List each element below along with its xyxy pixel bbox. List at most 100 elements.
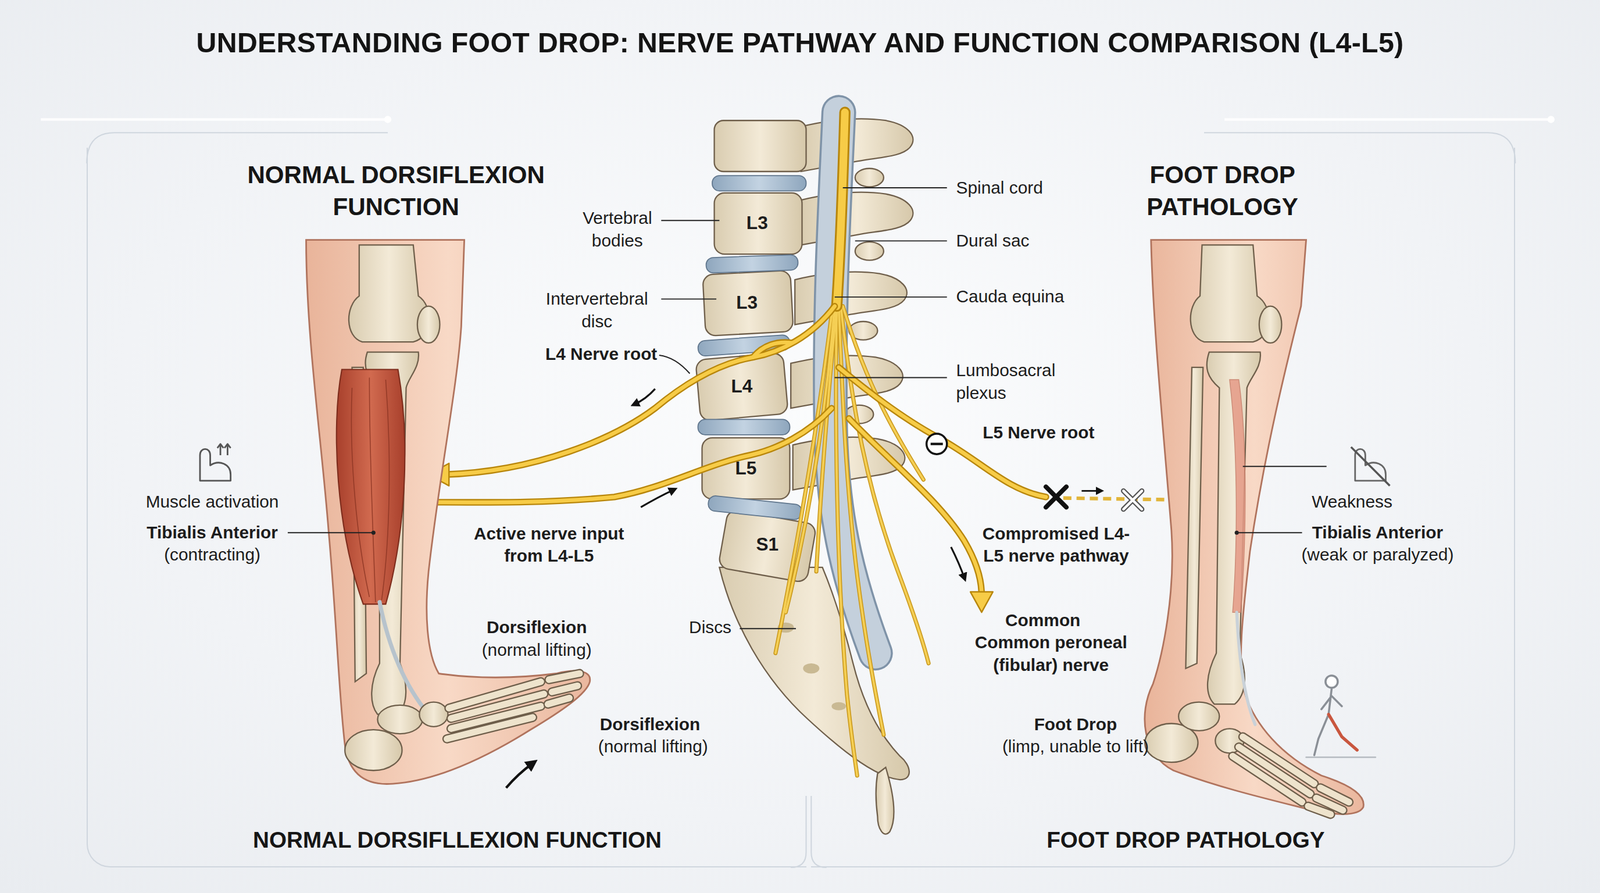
part-label: L3 [746, 211, 769, 235]
normal-leg [447, 681, 545, 739]
leader-line [834, 377, 948, 379]
part-label: Common peroneal (fibular) nerve [966, 631, 1136, 677]
part-label: Tibialis Anterior [1312, 521, 1444, 545]
normal-leg [306, 240, 591, 785]
muscle-icon [217, 444, 231, 456]
panel-heading: FOOT DROP PATHOLOGY [1120, 159, 1325, 224]
nerve-root [848, 418, 982, 596]
leader-line [855, 240, 948, 242]
sacrum [719, 567, 909, 780]
part-label: Active nerve input from L4-L5 [454, 522, 644, 569]
leader-line [1236, 531, 1302, 534]
block-symbol [926, 433, 948, 455]
foot-drop-leg [1232, 736, 1314, 802]
vertebral-arch [855, 241, 884, 261]
part-label: L4 Nerve root [545, 343, 657, 366]
muscle-icon [200, 448, 231, 481]
interrupted-pathway [1123, 490, 1142, 510]
normal-leg [547, 673, 580, 705]
panel-caption: FOOT DROP PATHOLOGY [1046, 825, 1325, 855]
intervertebral-disc [705, 254, 799, 274]
interrupted-pathway [1045, 486, 1067, 507]
foot-drop-leg [1190, 244, 1270, 342]
direction-arrow [506, 388, 965, 788]
vertebral-arch [801, 118, 914, 172]
part-label: Muscle activation [145, 490, 280, 514]
nerve-root [444, 306, 835, 475]
vertebral-body [714, 120, 807, 172]
walking-figure [1314, 688, 1342, 756]
foot-drop-leg [1178, 702, 1220, 731]
panel-frame [1204, 132, 1516, 164]
foot-drop-leg [1232, 736, 1314, 802]
glow-line [1547, 115, 1555, 123]
vertebral-arch [855, 168, 884, 188]
part-label: Spinal cord [956, 176, 1044, 200]
walking-figure [1325, 675, 1338, 688]
foot-drop-leg [1185, 367, 1203, 669]
sacrum [831, 702, 846, 711]
interrupted-pathway [1123, 490, 1142, 510]
direction-arrow [634, 388, 656, 405]
panel-frame: FOOT DROP PATHOLOGY FOOT DROP PATHOLOGY [811, 147, 1516, 867]
part-label: Tibialis Anterior [146, 521, 278, 545]
panel-frame [811, 795, 827, 868]
part-label: (normal lifting) [598, 735, 709, 759]
leader-line [287, 187, 1327, 629]
vertebral-arch [801, 118, 914, 187]
normal-leg [447, 681, 545, 739]
panel-frame [86, 132, 1516, 868]
nerve-root [406, 306, 1046, 596]
cauda-equina [775, 306, 833, 654]
normal-leg [417, 306, 441, 344]
foot-drop-leg [1259, 306, 1282, 344]
part-label: Cauda equina [956, 285, 1065, 309]
foot-drop-leg [1308, 787, 1349, 815]
glow-line [40, 118, 388, 121]
foot-drop-leg [1308, 787, 1349, 815]
part-label: L4 [731, 374, 753, 399]
foot-drop-leg [1229, 379, 1246, 613]
leader-line [661, 219, 720, 221]
normal-leg [306, 240, 591, 785]
part-label: (normal lifting) [481, 638, 592, 662]
walking-figure [1306, 756, 1376, 758]
part-label: Lumbosacral plexus [956, 359, 1084, 405]
normal-leg [547, 673, 580, 705]
spinal-cord [836, 112, 845, 306]
part-label: L3 [736, 290, 758, 315]
nerve-arrow-head [970, 591, 994, 613]
part-label: Dorsiflexion [600, 713, 700, 737]
normal-leg [336, 369, 406, 605]
weakness-icon [1351, 447, 1391, 487]
vertebral-body [695, 120, 817, 583]
part-label: L5 Nerve root [982, 421, 1095, 445]
glow-line [1224, 118, 1552, 121]
normal-leg [419, 702, 448, 727]
part-label: L5 [735, 456, 757, 481]
direction-arrow [640, 490, 674, 508]
part-label: Compromised L4-L5 nerve pathway [979, 522, 1133, 569]
interrupted-pathway [1123, 490, 1142, 510]
normal-leg [344, 729, 402, 771]
leader-line [834, 296, 948, 298]
part-label: S1 [756, 532, 780, 557]
part-label: Intervertebral disc [530, 287, 664, 334]
leader-line [1243, 465, 1327, 467]
interrupted-pathway [1081, 490, 1100, 492]
sacrum [802, 663, 820, 674]
foot-drop-leg [1206, 352, 1261, 705]
leader-line [843, 187, 948, 189]
nerve-root [752, 342, 792, 357]
muscle-icon [200, 444, 231, 481]
foot-drop-leg [1236, 612, 1256, 725]
cauda-equina [775, 306, 833, 654]
part-label: Dural sac [956, 229, 1030, 253]
panel-heading: NORMAL DORSIFLEXION FUNCTION [227, 159, 565, 224]
walking-figure [1328, 714, 1357, 750]
part-label: Vertebral bodies [561, 206, 674, 253]
leader-line [371, 530, 376, 535]
direction-arrow [951, 547, 965, 578]
